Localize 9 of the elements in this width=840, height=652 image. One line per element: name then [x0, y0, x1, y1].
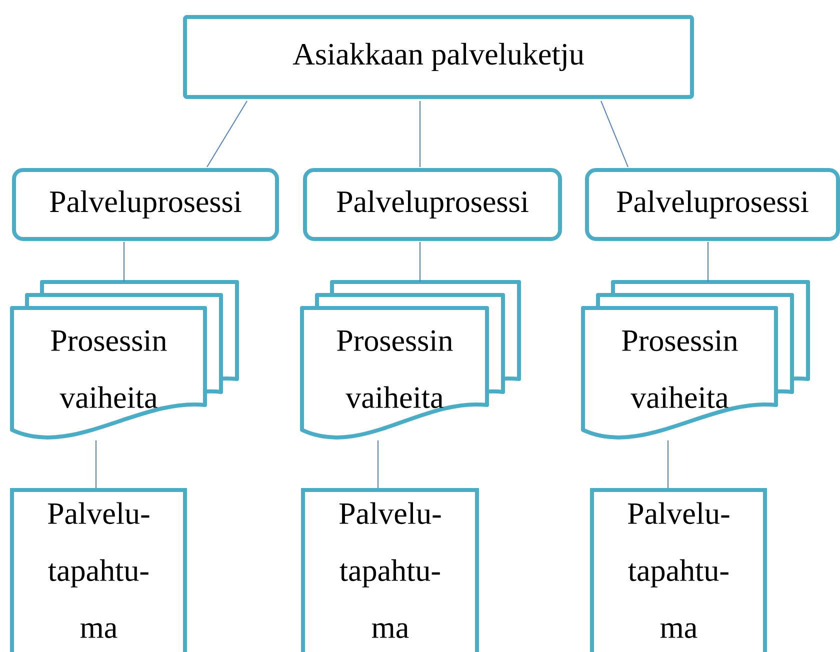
connector-line: [600, 100, 628, 168]
process-box: Palveluprosessi: [12, 168, 279, 241]
event-box: Palvelu- tapahtu- ma: [590, 488, 767, 652]
process-box: Palveluprosessi: [585, 168, 840, 241]
connector-line: [206, 100, 248, 168]
event-box: Palvelu- tapahtu- ma: [301, 488, 479, 652]
event-box: Palvelu- tapahtu- ma: [10, 488, 187, 652]
title-box: Asiakkaan palveluketju: [183, 15, 694, 99]
process-box: Palveluprosessi: [303, 168, 562, 241]
